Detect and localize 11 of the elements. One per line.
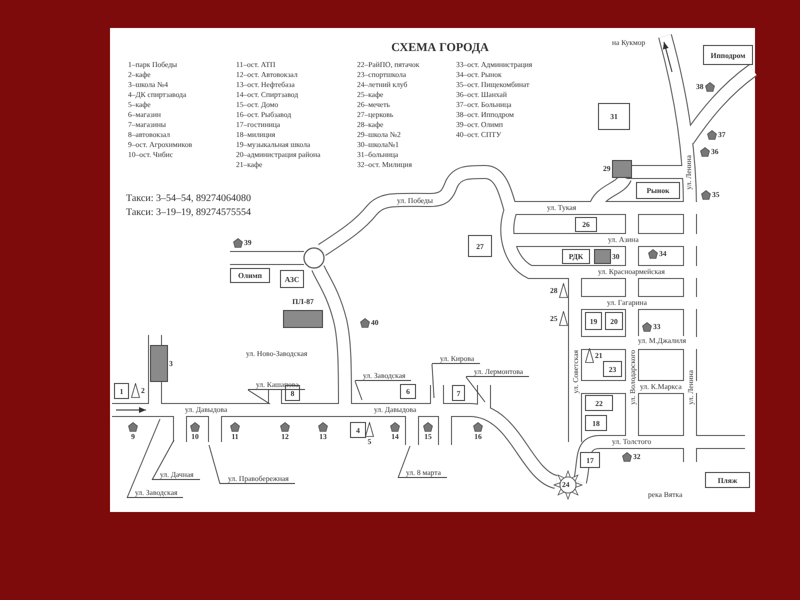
phone-note: Такси: 3–19–19, 89274575554 [126, 208, 251, 217]
leader-line [208, 444, 220, 484]
leader-line [398, 446, 410, 478]
phone-note: Такси: 3–54–54, 89274064080 [126, 194, 251, 203]
leader-line [248, 390, 270, 404]
map-title: СХЕМА ГОРОДА [390, 40, 490, 55]
leader-line [432, 364, 434, 398]
leader-line [466, 376, 486, 402]
leader-line [126, 418, 160, 498]
leader-line [152, 440, 174, 480]
leader-line [354, 380, 362, 400]
